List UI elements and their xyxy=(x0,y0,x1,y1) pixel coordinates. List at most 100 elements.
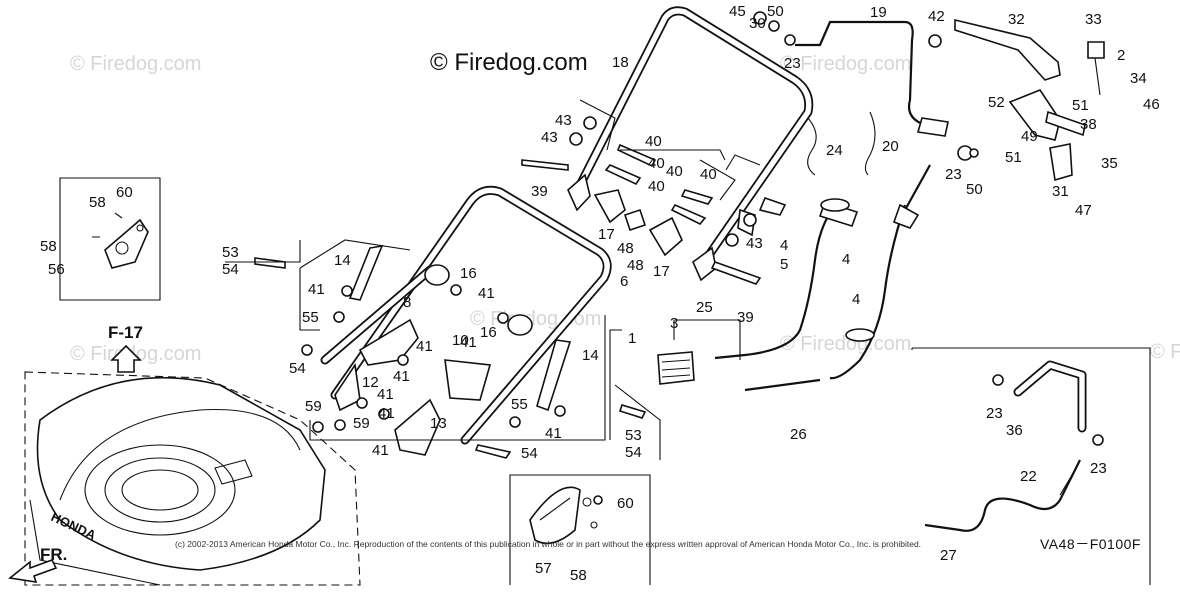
callout: 54 xyxy=(625,444,642,461)
handle-brackets xyxy=(348,244,572,412)
callout: 17 xyxy=(598,226,615,243)
callout: 18 xyxy=(612,54,629,71)
callout: 5 xyxy=(780,256,788,273)
lower-handle xyxy=(320,185,612,445)
callout: 23 xyxy=(945,166,962,183)
callout: 13 xyxy=(430,415,447,432)
watermark-faded: © Firedog.com xyxy=(70,53,201,75)
callout: 50 xyxy=(767,3,784,20)
callout: 16 xyxy=(480,324,497,341)
side-plates xyxy=(334,318,492,456)
ref-f17: F-17 xyxy=(108,323,143,373)
watermark-main: © Firedog.com xyxy=(430,49,588,76)
callout: 20 xyxy=(882,138,899,155)
callout: 41 xyxy=(377,386,394,403)
callout: 42 xyxy=(928,8,945,25)
callout: 30 xyxy=(749,15,766,32)
callout: 60 xyxy=(116,184,133,201)
callout: 4 xyxy=(842,251,850,268)
callout: 47 xyxy=(1075,202,1092,219)
callout: 34 xyxy=(1130,70,1147,87)
callout: 50 xyxy=(966,181,983,198)
callout: 43 xyxy=(746,235,763,252)
callout: 40 xyxy=(645,133,662,150)
callout: 46 xyxy=(1143,96,1160,113)
front-arrow: FR. xyxy=(8,545,67,583)
mower-deck: HONDA xyxy=(24,371,361,586)
bolts xyxy=(254,143,762,459)
callout: 38 xyxy=(1080,116,1097,133)
callout: 6 xyxy=(620,273,628,290)
leader-lines xyxy=(225,99,761,460)
callout: 39 xyxy=(531,183,548,200)
callout: 48 xyxy=(627,257,644,274)
callout: 23 xyxy=(986,405,1003,422)
callout: 14 xyxy=(582,347,599,364)
callout: 33 xyxy=(1085,11,1102,28)
copyright-notice: (c) 2002-2013 American Honda Motor Co., … xyxy=(175,539,921,549)
upper-handle xyxy=(567,6,814,282)
callout: 35 xyxy=(1101,155,1118,172)
callout: 40 xyxy=(700,166,717,183)
callout: 58 xyxy=(40,238,57,255)
callout: 12 xyxy=(362,374,379,391)
callout: 43 xyxy=(555,112,572,129)
cables xyxy=(657,164,931,392)
callout: 45 xyxy=(729,3,746,20)
callout: 53 xyxy=(222,244,239,261)
callout: 16 xyxy=(460,265,477,282)
callout: 23 xyxy=(784,55,801,72)
callout: 3 xyxy=(670,315,678,332)
watermark-faded: © Firedog.com xyxy=(1150,341,1180,363)
callout: 55 xyxy=(511,396,528,413)
callout: 10 xyxy=(452,332,469,349)
callout: 25 xyxy=(696,299,713,316)
watermark-faded: © Firedog.com xyxy=(780,53,911,75)
callout: 4 xyxy=(852,291,860,308)
callout: 41 xyxy=(378,405,395,422)
callout: 41 xyxy=(372,442,389,459)
callout: 40 xyxy=(666,163,683,180)
callout: 40 xyxy=(648,178,665,195)
callout: 40 xyxy=(648,155,665,172)
callout: 41 xyxy=(478,285,495,302)
callout: 36 xyxy=(1006,422,1023,439)
diagram-code: VA48－F0100F xyxy=(1040,536,1141,552)
callout: 2 xyxy=(1117,47,1125,64)
callout: 60 xyxy=(617,495,634,512)
inset-cover-box xyxy=(509,474,651,585)
inset-guard-box xyxy=(911,347,1151,585)
callout: 52 xyxy=(988,94,1005,111)
knobs xyxy=(424,264,533,336)
callout: 58 xyxy=(89,194,106,211)
callout: 23 xyxy=(1090,460,1107,477)
callout: 41 xyxy=(416,338,433,355)
callout: 1 xyxy=(628,330,636,347)
callout: 51 xyxy=(1072,97,1089,114)
callout: 49 xyxy=(1021,128,1038,145)
watermark-faded: © Firedog.com xyxy=(70,343,201,365)
callout: 55 xyxy=(302,309,319,326)
inset-bracket-box xyxy=(59,177,161,301)
callout: 39 xyxy=(737,309,754,326)
callout: 43 xyxy=(541,129,558,146)
callout: 53 xyxy=(625,427,642,444)
nuts xyxy=(301,116,1104,505)
callout: 17 xyxy=(653,263,670,280)
front-label: FR. xyxy=(40,545,67,564)
callouts: 1 2 3 4 4 4 5 6 8 10 12 13 14 14 16 16 1… xyxy=(40,3,1160,584)
callout: 57 xyxy=(535,560,552,577)
callout: 41 xyxy=(545,425,562,442)
callout: 54 xyxy=(222,261,239,278)
callout: 41 xyxy=(460,334,477,351)
callout: 54 xyxy=(521,445,538,462)
callout: 19 xyxy=(870,4,887,21)
callout: 59 xyxy=(305,398,322,415)
callout: 54 xyxy=(289,360,306,377)
callout: 4 xyxy=(780,237,788,254)
cable-clips xyxy=(593,189,787,257)
callout: 48 xyxy=(617,240,634,257)
callout: 41 xyxy=(308,281,325,298)
